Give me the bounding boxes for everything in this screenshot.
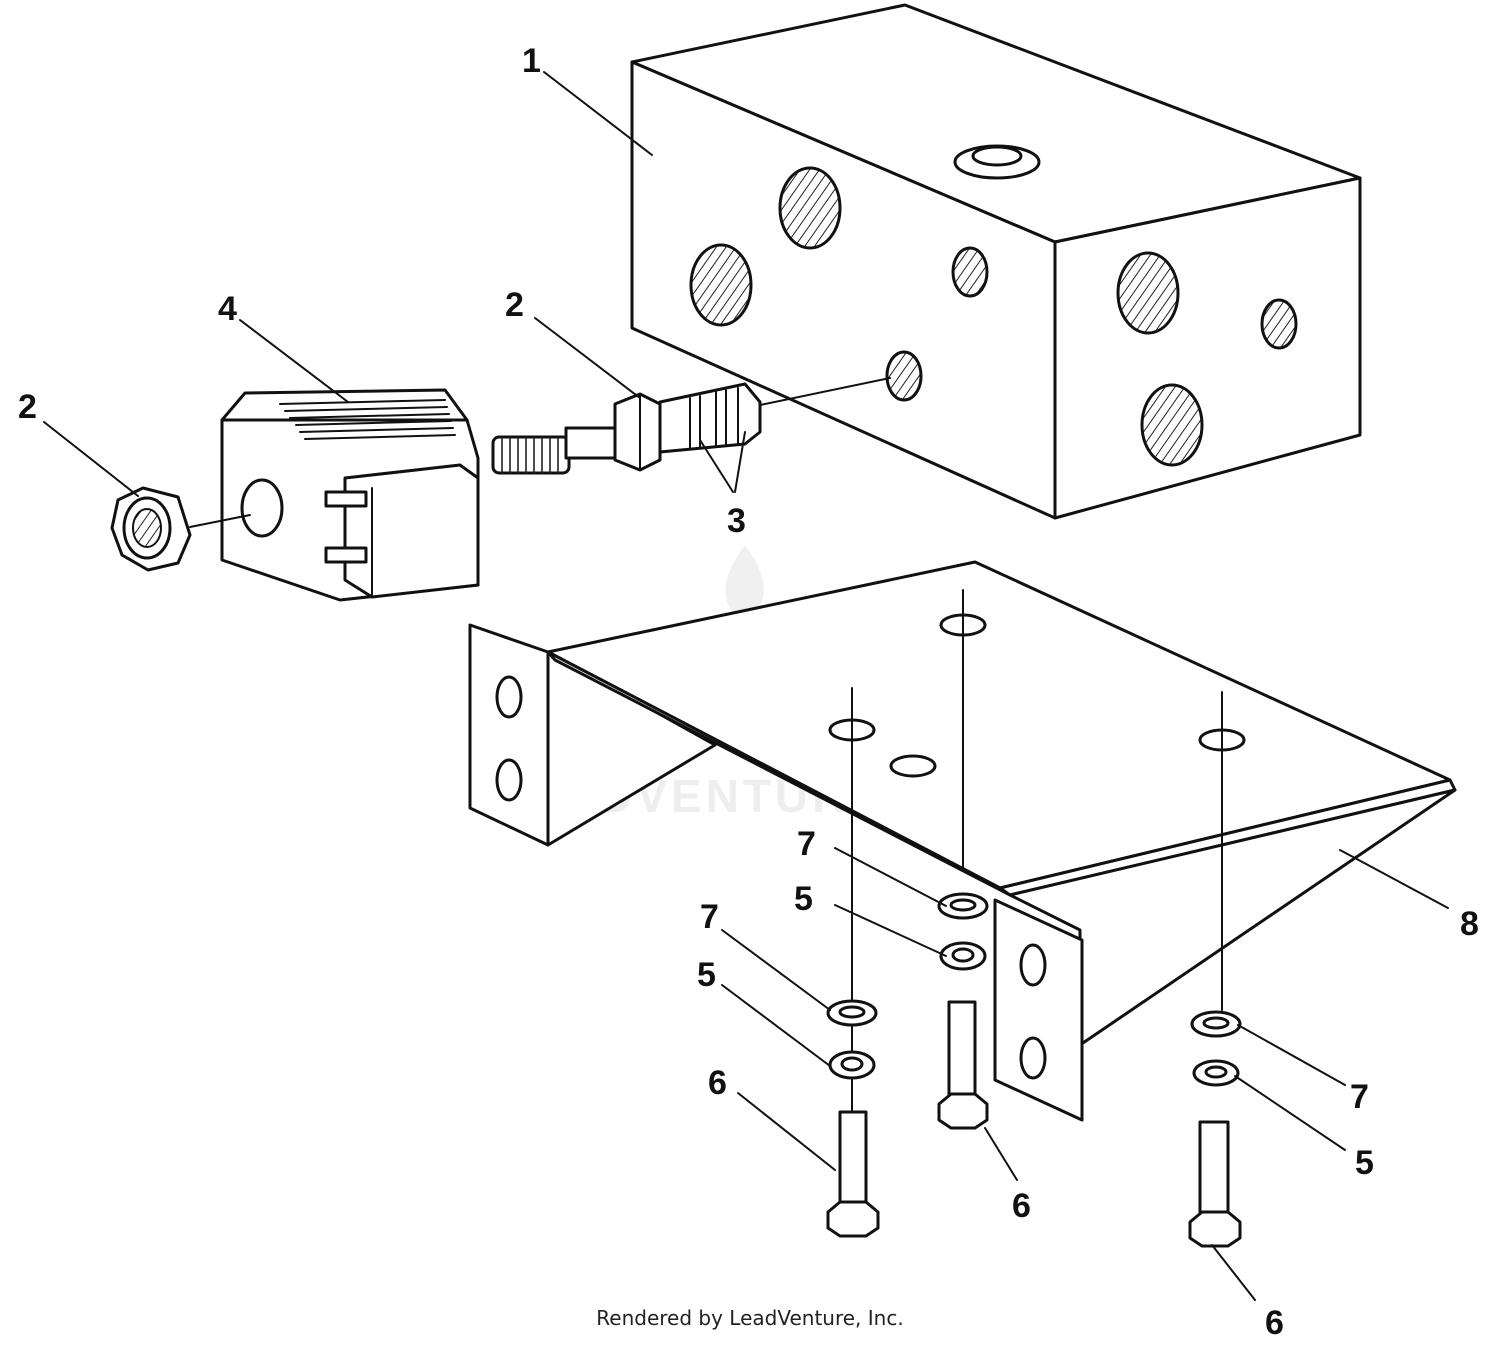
callout-8: 8 bbox=[1460, 905, 1479, 943]
callout-6-right: 6 bbox=[1265, 1304, 1284, 1342]
valve-block bbox=[630, 3, 1362, 520]
callout-7-middle: 7 bbox=[797, 825, 816, 863]
cartridge-valve bbox=[491, 377, 891, 493]
solenoid-coil bbox=[189, 388, 480, 602]
leader-lines bbox=[43, 71, 1449, 1301]
callout-2-stem: 2 bbox=[505, 286, 524, 324]
callout-1: 1 bbox=[522, 42, 541, 80]
footer-credit: Rendered by LeadVenture, Inc. bbox=[596, 1306, 904, 1330]
callout-6-middle: 6 bbox=[1012, 1187, 1031, 1225]
callout-7-right: 7 bbox=[1350, 1078, 1369, 1116]
callout-7-left: 7 bbox=[700, 898, 719, 936]
callouts: 1 2 2 3 4 5 5 5 6 6 6 7 7 7 8 bbox=[18, 42, 1479, 1342]
callout-5-middle: 5 bbox=[794, 880, 813, 918]
hex-nut bbox=[110, 486, 192, 572]
mounting-bracket bbox=[468, 560, 1457, 1122]
fastener-stack-middle bbox=[937, 892, 989, 1130]
callout-4: 4 bbox=[218, 290, 237, 328]
fastener-stack-right bbox=[1188, 1010, 1242, 1248]
callout-2-nut: 2 bbox=[18, 388, 37, 426]
callout-5-right: 5 bbox=[1355, 1144, 1374, 1182]
callout-3: 3 bbox=[727, 502, 746, 540]
callout-6-left: 6 bbox=[708, 1064, 727, 1102]
callout-5-left: 5 bbox=[697, 956, 716, 994]
